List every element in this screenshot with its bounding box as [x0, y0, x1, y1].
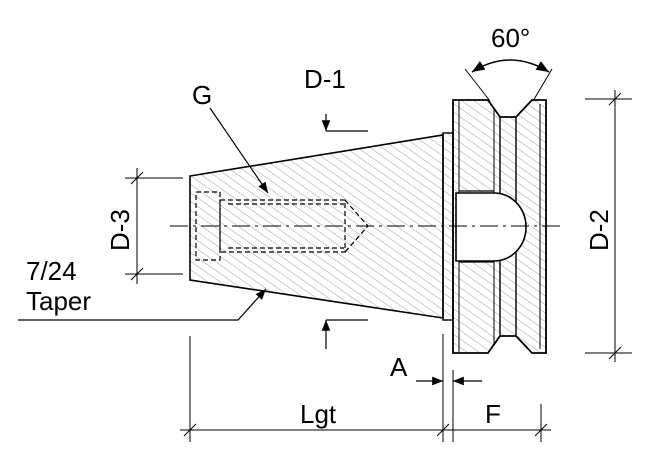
g-leader [209, 107, 269, 194]
label-taper-line2: Taper [26, 286, 91, 316]
dimension-d3 [125, 168, 183, 284]
taper-leader [18, 288, 267, 321]
label-d2: D-2 [584, 209, 614, 251]
angle-extension [464, 68, 491, 102]
label-d3: D-3 [105, 209, 135, 251]
angle-extension [532, 68, 553, 102]
threaded-bore [195, 191, 369, 261]
center-pocket [455, 192, 527, 262]
dimension-lgt [180, 423, 458, 437]
dimension-f [453, 423, 551, 437]
label-angle: 60° [491, 23, 530, 53]
label-lgt: Lgt [300, 399, 337, 429]
taper-body [189, 134, 444, 319]
dimension-d2 [585, 90, 632, 362]
label-f: F [485, 399, 501, 429]
dimension-d1 [321, 114, 368, 349]
label-d1: D-1 [304, 64, 346, 94]
angle-arc [471, 59, 550, 73]
label-taper-line1: 7/24 [26, 256, 77, 286]
label-g: G [192, 80, 212, 110]
label-a: A [390, 352, 408, 382]
